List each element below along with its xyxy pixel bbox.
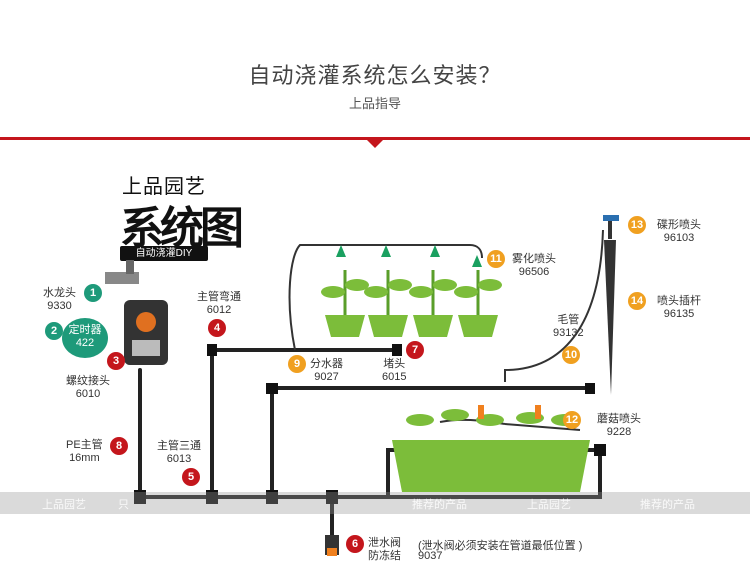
watermark-bar <box>0 492 750 514</box>
badge-3: 3 <box>107 352 125 370</box>
plant-2 <box>364 270 412 337</box>
badge-4: 4 <box>208 319 226 337</box>
watermark-text-5: 推荐的产品 <box>640 499 695 511</box>
badge-13: 13 <box>628 216 646 234</box>
joint-tee-1 <box>206 490 218 504</box>
badge-8: 8 <box>110 437 128 455</box>
watermark-text-1: 上品园艺 <box>42 499 86 511</box>
plant-1 <box>321 270 369 337</box>
logo-tag: 自动浇灌DIY <box>120 246 208 261</box>
plant-4 <box>454 270 502 337</box>
page-title: 自动浇灌系统怎么安装？ <box>248 63 502 88</box>
faucet-handle <box>126 260 134 274</box>
page-subtitle: 上品指导 <box>348 96 401 111</box>
badge-7: 7 <box>406 341 424 359</box>
badge-1: 1 <box>84 284 102 302</box>
capillary-mist <box>288 244 483 351</box>
badge-6: 6 <box>346 535 364 553</box>
mist-nozzles <box>336 245 482 267</box>
watermark-text-4: 上品园艺 <box>527 499 571 511</box>
badge-11: 11 <box>487 250 505 268</box>
capillary-spray <box>504 229 604 382</box>
stake-sprinkler <box>603 215 619 395</box>
watermark-text-2: 只 <box>118 499 129 511</box>
label-drain-code: 9037 <box>418 550 443 562</box>
label-drain-valve: 泄水阀防冻结 <box>368 537 401 562</box>
logo-title: 系统图 <box>120 203 244 254</box>
watermark-text-3: 推荐的产品 <box>412 499 467 511</box>
planter-box <box>392 405 590 492</box>
joint-tee-2 <box>266 490 278 504</box>
badge-2: 2 <box>45 322 63 340</box>
potted-plants <box>321 270 502 337</box>
drain-note: (泄水阀必须安装在管道最低位置 ) <box>418 540 583 552</box>
end-cap <box>392 344 402 356</box>
timer-dial <box>136 312 156 332</box>
plant-3 <box>409 270 457 337</box>
badge-9: 9 <box>288 355 306 373</box>
joint-box <box>594 444 606 456</box>
badge-5: 5 <box>182 468 200 486</box>
capillary-tubes <box>288 229 604 431</box>
badge-14: 14 <box>628 292 646 310</box>
joint-elbow <box>207 344 217 356</box>
joint-elbow-2 <box>266 383 278 394</box>
timer-panel <box>132 340 160 356</box>
badge-12: 12 <box>563 411 581 429</box>
drain-valve <box>325 535 339 556</box>
badge-10: 10 <box>562 346 580 364</box>
joint-corner <box>134 490 146 504</box>
logo-brand: 上品园艺 <box>122 176 206 198</box>
header-divider <box>0 137 750 140</box>
joint-tee-drain <box>326 490 338 504</box>
faucet-body <box>105 272 139 284</box>
divider-arrow <box>366 139 384 148</box>
pipe-joints <box>134 344 606 504</box>
faucet-and-timer <box>105 260 168 365</box>
end-cap-2 <box>585 383 595 394</box>
capillary-box-2 <box>504 423 581 431</box>
